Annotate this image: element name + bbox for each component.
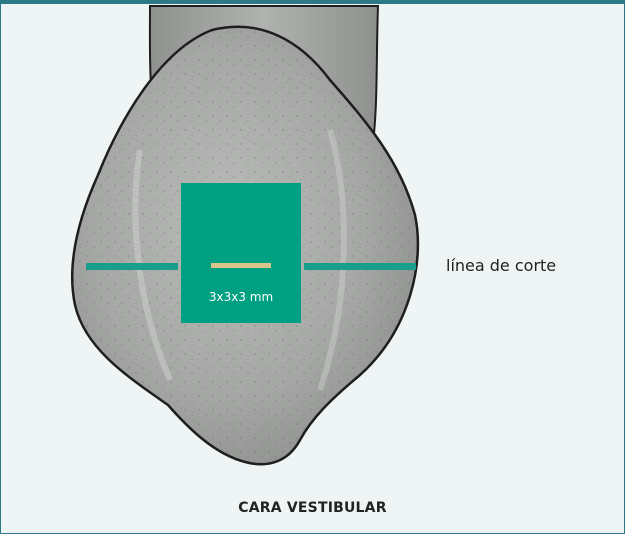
cut-line-label: línea de corte [446,256,556,275]
sample-size-label: 3x3x3 mm [181,290,301,304]
sample-cut-mark [211,263,271,268]
cut-line-right [304,263,416,270]
cut-line-left [86,263,178,270]
figure-caption: CARA VESTIBULAR [0,500,625,516]
